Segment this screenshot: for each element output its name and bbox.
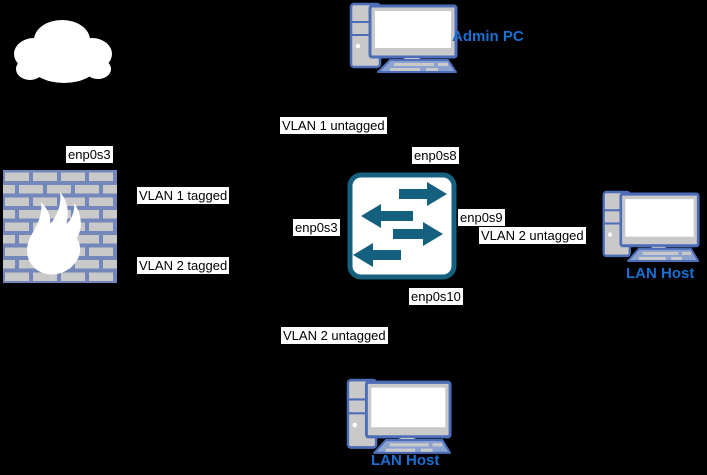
firewall-brick-flame-icon <box>3 170 117 283</box>
link-label-vlan1-untagged: VLAN 1 untagged <box>280 117 387 134</box>
lan-host-right-label: LAN Host <box>626 265 695 282</box>
cloud-icon <box>14 20 112 83</box>
switch-port-bottom-label: enp0s10 <box>409 288 463 305</box>
admin-pc-icon <box>348 2 458 74</box>
desktop-computer-icon <box>346 378 452 454</box>
firewall-icon <box>3 170 117 283</box>
switch-port-top-label: enp0s8 <box>412 147 459 164</box>
switch-icon <box>347 172 457 280</box>
switch-port-left-label: enp0s3 <box>293 219 340 236</box>
desktop-computer-icon <box>349 2 458 73</box>
link-label-vlan2-untagged-right: VLAN 2 untagged <box>479 227 586 244</box>
l2-switch-icon <box>347 172 457 280</box>
link-label-vlan2-untagged-bottom: VLAN 2 untagged <box>281 327 388 344</box>
lan-host-bottom-label: LAN Host <box>371 452 440 469</box>
switch-port-right-label: enp0s9 <box>458 209 505 226</box>
desktop-computer-icon <box>602 190 700 262</box>
link-label-vlan2-tagged: VLAN 2 tagged <box>137 257 230 274</box>
firewall-interface-label: enp0s3 <box>66 146 113 163</box>
lan-host-right-icon <box>601 190 700 263</box>
admin-pc-label: Admin PC <box>452 28 524 45</box>
internet-cloud-icon <box>8 14 116 86</box>
link-label-vlan1-tagged: VLAN 1 tagged <box>137 187 230 204</box>
lan-host-bottom-icon <box>345 378 452 455</box>
